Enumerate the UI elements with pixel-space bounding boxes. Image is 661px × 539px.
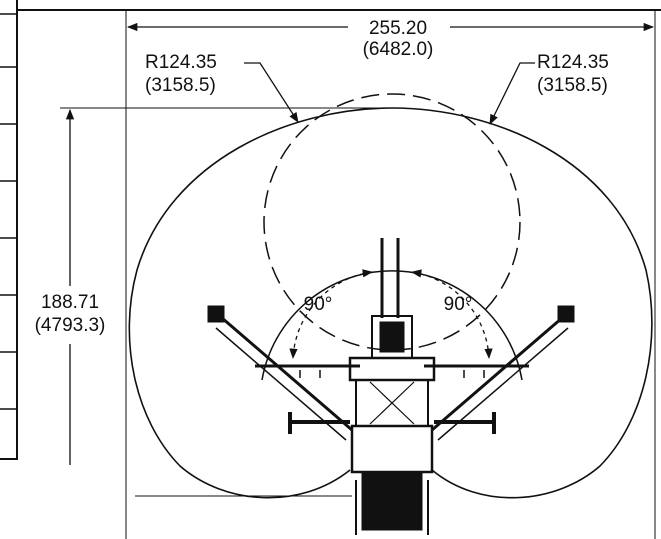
angle-left-label: 90° (304, 294, 333, 315)
machine-plan-view (207, 238, 575, 535)
dashed-reach-circle (263, 93, 521, 351)
overall-width-metric: (6482.0) (363, 39, 434, 60)
extension-lines (60, 10, 656, 539)
overall-width-value: 255.20 (369, 18, 427, 39)
radius-left-callout: R124.35 (3158.5) (145, 52, 299, 123)
radius-left-metric: (3158.5) (145, 75, 216, 96)
angle-right-indicator: 90° (410, 269, 493, 360)
overall-width-dimension: 255.20 (6482.0) (126, 18, 655, 60)
outer-reach-envelope (128, 107, 653, 499)
angle-right-label: 90° (444, 294, 473, 315)
overall-height-metric: (4793.3) (35, 315, 106, 336)
inner-swing-arc (261, 270, 523, 381)
radius-right-metric: (3158.5) (537, 75, 608, 96)
overall-height-value: 188.71 (41, 292, 99, 313)
left-table-frame (0, 0, 661, 460)
radius-right-value: R124.35 (537, 52, 609, 73)
radius-left-value: R124.35 (145, 52, 217, 73)
overall-height-dimension: 188.71 (4793.3) (35, 108, 106, 465)
angle-left-indicator: 90° (289, 269, 374, 360)
radius-right-callout: R124.35 (3158.5) (489, 52, 609, 125)
